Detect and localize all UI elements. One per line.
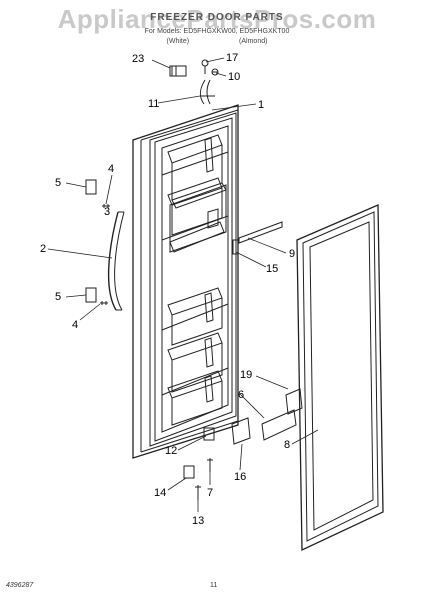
part-12-hinge: [203, 427, 215, 441]
callout-11: 11: [148, 98, 159, 110]
part-4-upper-screw: [102, 204, 110, 208]
diagram-title: FREEZER DOOR PARTS: [150, 12, 284, 23]
part-4-lower-screw: [100, 301, 108, 305]
part-17-screw: [201, 59, 209, 74]
dispenser-area: [169, 184, 227, 253]
part-10-screw: [211, 68, 219, 76]
part-7-screw: [207, 458, 213, 472]
document-code: 4396287: [6, 582, 34, 589]
color-variants: (White) (Almond): [0, 38, 434, 45]
callout-15: 15: [266, 263, 278, 275]
page-number: 11: [210, 582, 218, 589]
callout-16: 16: [234, 471, 246, 483]
part-19-cover: [285, 388, 303, 415]
callout-9: 9: [289, 248, 295, 260]
diagram-header: AppliancePartsPros.com FREEZER DOOR PART…: [0, 0, 434, 60]
part-5-lower-cap: [85, 287, 97, 303]
callout-4-upper: 4: [108, 163, 114, 175]
door-bin-middle-upper: [167, 177, 225, 253]
watermark: AppliancePartsPros.com: [57, 4, 377, 34]
part-9-trim: [238, 221, 283, 244]
callout-3: 3: [104, 206, 110, 218]
door-bin-lower: [167, 332, 223, 393]
callout-2: 2: [40, 243, 46, 255]
callout-4-lower: 4: [72, 319, 78, 331]
part-14-cap: [183, 465, 195, 479]
door-bin-bottom: [167, 370, 223, 426]
callout-5-lower: 5: [55, 291, 61, 303]
part-15-clip: [232, 239, 239, 255]
door-bin-upper: [167, 134, 227, 209]
callout-7: 7: [207, 487, 213, 499]
callout-13: 13: [192, 515, 204, 527]
door-handle: [107, 211, 125, 311]
callout-10: 10: [228, 71, 240, 83]
callout-19: 19: [240, 369, 252, 381]
door-assembly: [132, 104, 239, 459]
part-5-upper-cap: [85, 179, 97, 195]
callout-14: 14: [154, 487, 166, 499]
callout-1: 1: [258, 99, 264, 111]
model-list: For Models: ED5FHGXKW00, ED5FHGXKT00: [144, 28, 290, 35]
part-6-bin-front: [261, 409, 297, 441]
door-gasket: [296, 204, 384, 552]
callout-12: 12: [165, 445, 177, 457]
callout-8: 8: [284, 439, 290, 451]
callout-labels: 23 17 10 11 1 4 5 3 2 9 15 5 4 19 6 8 12…: [40, 52, 295, 527]
door-bin-middle: [167, 287, 223, 346]
part-16-bracket: [231, 417, 251, 445]
color-white: (White): [166, 38, 190, 45]
leader-lines: [47, 57, 319, 512]
color-almond: (Almond): [239, 38, 268, 45]
callout-6: 6: [238, 389, 244, 401]
callout-5-upper: 5: [55, 177, 61, 189]
callout-17: 17: [226, 52, 238, 64]
part-13-screw: [195, 485, 201, 500]
part-23-connector: [169, 65, 187, 77]
part-11-wire-harness: [199, 79, 215, 105]
callout-23: 23: [132, 53, 144, 65]
